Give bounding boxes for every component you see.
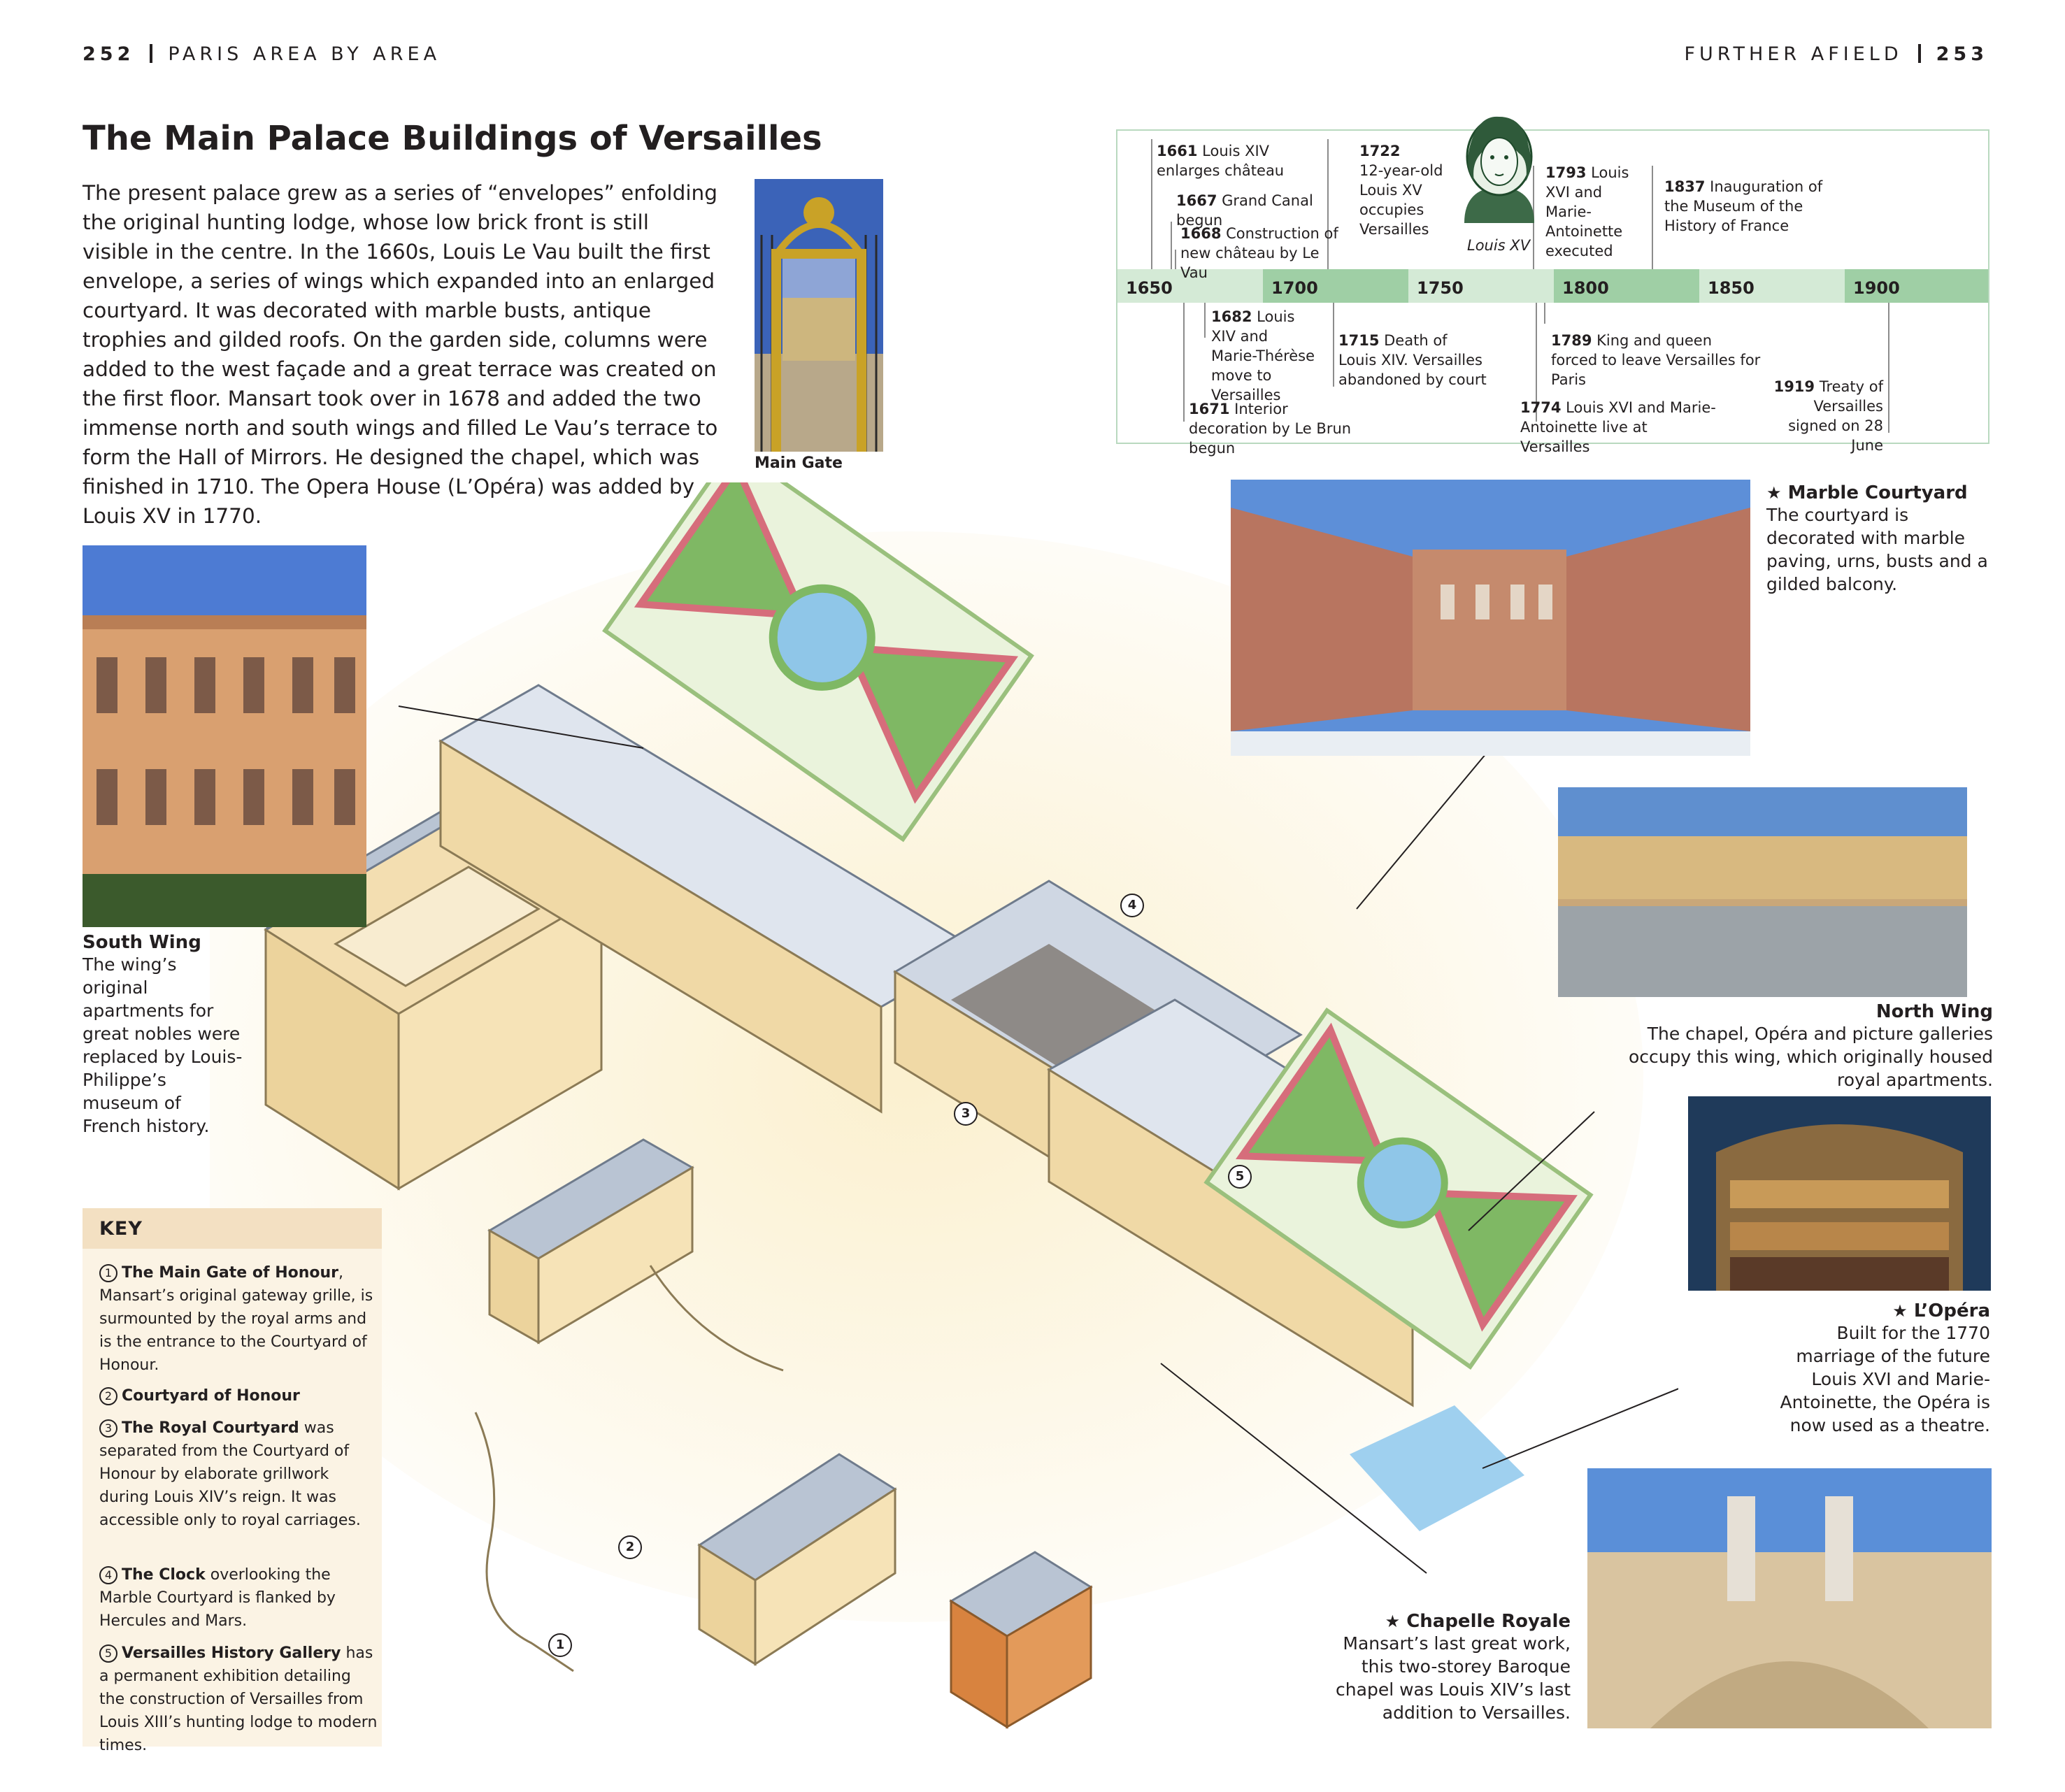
key-title: KEY (99, 1218, 143, 1240)
palace-illustration: 1 2 3 4 5 (175, 444, 1707, 1776)
key-header: KEY (83, 1208, 382, 1249)
north-wing-text: The chapel, Opéra and picture galleries … (1629, 1024, 1993, 1090)
divider (150, 44, 153, 63)
map-marker-2: 2 (618, 1535, 642, 1559)
portrait-label: Louis XV (1467, 237, 1531, 254)
marble-courtyard-title: Marble Courtyard (1787, 482, 1968, 503)
timeline-event: 1667 Grand Canal begun (1176, 192, 1313, 229)
map-marker-1: 1 (548, 1633, 572, 1657)
timeline-event: 1774 Louis XVI and Marie-Antoinette live… (1520, 399, 1716, 455)
star-icon: ★ (1766, 483, 1782, 503)
left-section-name: PARIS AREA BY AREA (168, 43, 441, 65)
south-wing-caption: South Wing The wing’s original apartment… (83, 932, 243, 1138)
divider (1917, 44, 1921, 63)
timeline-event: 1793 Louis XVI and Marie-Antoinette exec… (1545, 164, 1629, 259)
chapelle-royale-title: Chapelle Royale (1406, 1611, 1571, 1632)
south-wing-text: The wing’s original apartments for great… (83, 954, 243, 1136)
intro-paragraph: The present palace grew as a series of “… (83, 181, 718, 528)
main-gate-photo (755, 179, 883, 452)
north-wing-caption: North Wing The chapel, Opéra and picture… (1580, 1001, 1993, 1091)
timeline-event: 1682 Louis XIV and Marie-Thérèse move to… (1211, 308, 1315, 403)
timeline-event: 1919 Treaty of Versailles signed on 28 J… (1773, 378, 1883, 454)
left-page-number: 252 (83, 43, 135, 65)
timeline-year: 1900 (1853, 278, 1900, 298)
timeline-event: 1661 Louis XIV enlarges château (1157, 143, 1285, 179)
marble-courtyard-photo (1231, 480, 1750, 756)
star-icon: ★ (1385, 1612, 1401, 1631)
timeline: 1650 1700 1750 1800 1850 1900 1661 Louis… (1116, 116, 1989, 457)
timeline-year: 1650 (1126, 278, 1173, 298)
chapelle-royale-text: Mansart’s last great work, this two-stor… (1336, 1633, 1571, 1723)
north-wing-photo (1558, 787, 1967, 997)
timeline-year: 1700 (1271, 278, 1318, 298)
timeline-band (1117, 269, 1988, 303)
south-wing-title: South Wing (83, 932, 201, 953)
main-gate-caption: Main Gate (755, 454, 843, 472)
marble-courtyard-caption: ★ Marble Courtyard The courtyard is deco… (1766, 482, 1990, 596)
timeline-year: 1850 (1708, 278, 1755, 298)
left-running-head: 252 PARIS AREA BY AREA (83, 43, 441, 65)
map-marker-4: 4 (1120, 894, 1144, 917)
timeline-event: 1671 Interior decoration by Le Brun begu… (1189, 401, 1352, 457)
right-running-head: FURTHER AFIELD 253 (1684, 43, 1988, 65)
opera-title: L’Opéra (1913, 1300, 1990, 1321)
marble-courtyard-text: The courtyard is decorated with marble p… (1766, 505, 1988, 594)
opera-text: Built for the 1770 marriage of the futur… (1780, 1323, 1990, 1435)
opera-caption: ★ L’Opéra Built for the 1770 marriage of… (1755, 1300, 1990, 1437)
timeline-year: 1800 (1562, 278, 1609, 298)
right-page-number: 253 (1936, 43, 1988, 65)
right-section-name: FURTHER AFIELD (1684, 43, 1903, 65)
map-marker-5: 5 (1228, 1165, 1252, 1189)
chapelle-royale-caption: ★ Chapelle Royale Mansart’s last great w… (1329, 1611, 1571, 1724)
timeline-event: 1668 Construction of new château by Le V… (1180, 225, 1338, 281)
star-icon: ★ (1892, 1301, 1908, 1321)
opera-photo (1688, 1096, 1991, 1291)
timeline-event: 1789 King and queen forced to leave Vers… (1551, 332, 1761, 388)
south-wing-photo (83, 545, 366, 927)
louis-xv-portrait (1450, 104, 1548, 237)
north-wing-title: North Wing (1875, 1001, 1993, 1022)
map-marker-3: 3 (954, 1102, 978, 1126)
timeline-year: 1750 (1417, 278, 1464, 298)
timeline-event: 1715 Death of Louis XIV. Versailles aban… (1338, 332, 1487, 388)
page-title: The Main Palace Buildings of Versailles (83, 119, 822, 158)
chapelle-royale-photo (1587, 1468, 1992, 1728)
timeline-event: 1837 Inauguration of the Museum of the H… (1664, 178, 1823, 234)
